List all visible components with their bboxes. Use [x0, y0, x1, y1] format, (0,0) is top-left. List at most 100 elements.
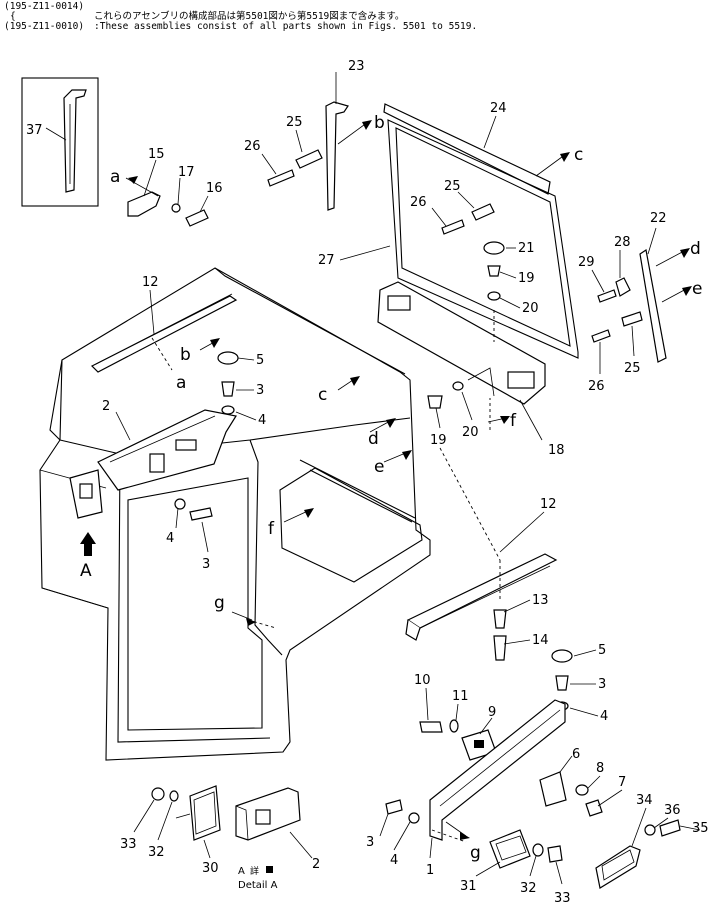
part-label-34: 34: [636, 793, 653, 808]
part-label-12b: 12: [540, 497, 557, 512]
part-label-33a: 33: [120, 837, 137, 852]
part-label-7: 7: [618, 775, 626, 790]
part-label-22: 22: [650, 211, 667, 226]
part-label-32a: 32: [148, 845, 165, 860]
part-label-3a: 3: [256, 383, 264, 398]
part-12-lower-drawing: [405, 553, 558, 641]
ref-letter-d-right: d: [690, 239, 701, 259]
part-number-labels: 37 23 15 17 16 25 26 24 27 26 25 21 19 2…: [26, 59, 709, 906]
part-label-31: 31: [460, 879, 477, 894]
ref-letter-b-top: b: [374, 113, 385, 133]
part-label-25c: 25: [624, 361, 641, 376]
part-24-drawing: [383, 103, 551, 195]
part-27-window-frame: [387, 119, 579, 359]
part-label-27: 27: [318, 253, 335, 268]
detail-a-caption: A 詳 Detail A: [238, 865, 278, 891]
part-label-20b: 20: [462, 425, 479, 440]
ref-letter-e-right: e: [692, 279, 702, 299]
part-label-32b: 32: [520, 881, 537, 896]
part-label-4c: 4: [600, 709, 608, 724]
part-37-box: [21, 77, 99, 207]
part-label-36: 36: [664, 803, 681, 818]
part-label-5a: 5: [256, 353, 264, 368]
part-label-23: 23: [348, 59, 365, 74]
header-brace: {: [10, 11, 16, 22]
ref-letter-c-cab: c: [318, 385, 327, 405]
ref-letter-A-view: A: [80, 561, 92, 581]
leader-lines: [45, 72, 701, 885]
reference-letter-labels: a b c a b c d e d e f f g g A: [80, 113, 702, 863]
part-2-drawing: [97, 409, 237, 491]
part-label-4b: 4: [166, 531, 174, 546]
part-label-15: 15: [148, 147, 165, 162]
ref-letter-d-cab: d: [368, 429, 379, 449]
part-34-drawing: [595, 845, 641, 889]
part-label-26b: 26: [410, 195, 427, 210]
part-label-26c: 26: [588, 379, 605, 394]
part-1-drawing: [429, 699, 566, 841]
part-label-33b: 33: [554, 891, 571, 906]
part-label-11: 11: [452, 689, 469, 704]
part-label-17: 17: [178, 165, 195, 180]
part-label-16: 16: [206, 181, 223, 196]
ref-letter-f-right: f: [510, 411, 517, 431]
ref-letter-a-top: a: [110, 167, 120, 187]
part-label-25a: 25: [286, 115, 303, 130]
part-label-5b: 5: [598, 643, 606, 658]
detail-a-filled-square: [266, 866, 273, 873]
ref-letter-c-top: c: [574, 145, 583, 165]
ref-letter-g-cab: g: [214, 593, 225, 613]
part-label-12a: 12: [142, 275, 159, 290]
part-label-25b: 25: [444, 179, 461, 194]
part-label-1: 1: [426, 863, 434, 878]
reference-lines: [151, 310, 501, 843]
ref-letter-f-cab: f: [268, 519, 275, 539]
part-label-19b: 19: [430, 433, 447, 448]
part-23-drawing: [325, 101, 349, 211]
ref-letter-e-cab: e: [374, 457, 384, 477]
part-label-2a: 2: [102, 399, 110, 414]
part-30-drawing: [175, 785, 221, 841]
part-label-18: 18: [548, 443, 565, 458]
cab-body: [39, 267, 431, 761]
part-label-10: 10: [414, 673, 431, 688]
part-label-20a: 20: [522, 301, 539, 316]
part-31-drawing: [489, 829, 531, 869]
ref-letter-a-cab: a: [176, 373, 186, 393]
part-label-2b: 2: [312, 857, 320, 872]
part-label-24: 24: [490, 101, 507, 116]
part-label-3c: 3: [598, 677, 606, 692]
part-label-8: 8: [596, 761, 604, 776]
part-label-28: 28: [614, 235, 631, 250]
direction-arrows: [80, 120, 692, 840]
part-label-29: 29: [578, 255, 595, 270]
part-37-drawing: [63, 89, 87, 193]
header-code-2: (195-Z11-0010): [4, 21, 85, 32]
fasteners: [151, 149, 681, 863]
part-label-9: 9: [488, 705, 496, 720]
ref-letter-b-cab: b: [180, 345, 191, 365]
part-18-drawing: [377, 281, 546, 405]
part-label-26a: 26: [244, 139, 261, 154]
part-label-37: 37: [26, 123, 43, 138]
part-label-13: 13: [532, 593, 549, 608]
part-label-19a: 19: [518, 271, 535, 286]
part-22-drawing: [639, 248, 667, 363]
part-label-6: 6: [572, 747, 580, 762]
header-text-en: :These assemblies consist of all parts s…: [94, 21, 478, 32]
part-label-30: 30: [202, 861, 219, 876]
detail-a-letter: A: [238, 866, 245, 877]
part-12-top-drawing: [90, 293, 238, 373]
part-label-21: 21: [518, 241, 535, 256]
header-code-1: (195-Z11-0014): [4, 1, 85, 12]
part-6-drawing: [539, 771, 567, 807]
cab-bracket-a: [69, 469, 103, 519]
part-2-detail-drawing: [235, 787, 301, 841]
detail-a-label: Detail A: [238, 880, 278, 891]
part-label-4d: 4: [390, 853, 398, 868]
part-label-35: 35: [692, 821, 709, 836]
part-label-14: 14: [532, 633, 549, 648]
ref-letter-g-bottom: g: [470, 843, 481, 863]
part-label-3b: 3: [202, 557, 210, 572]
